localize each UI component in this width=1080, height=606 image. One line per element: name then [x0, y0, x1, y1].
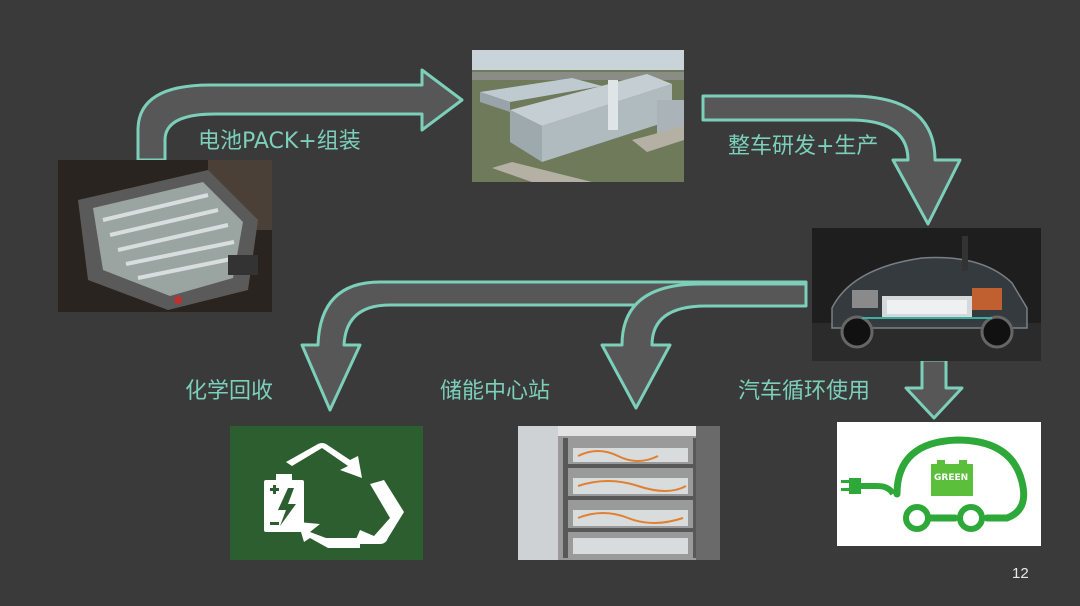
green-car-badge: GREEN [934, 473, 968, 483]
arrow-car-to-storage [600, 282, 808, 410]
battery-pack-photo [58, 160, 272, 312]
green-car-icon: GREEN [837, 422, 1041, 546]
arrow-factory-to-car [701, 94, 962, 226]
label-chemical-recycling: 化学回收 [185, 379, 274, 404]
arrow-car-to-reuse [904, 358, 964, 420]
arrow-pack-to-factory [136, 68, 464, 162]
page-number: 12 [1012, 565, 1029, 582]
label-energy-storage: 储能中心站 [440, 379, 551, 404]
battery-rack-photo [518, 426, 720, 560]
ev-chassis-photo [812, 228, 1041, 361]
recycle-battery-icon [230, 426, 423, 560]
label-vehicle-reuse: 汽车循环使用 [738, 379, 871, 404]
label-vehicle-rd: 整车研发+生产 [728, 134, 879, 159]
factory-photo [472, 50, 684, 182]
label-battery-pack: 电池PACK+组装 [198, 129, 361, 154]
